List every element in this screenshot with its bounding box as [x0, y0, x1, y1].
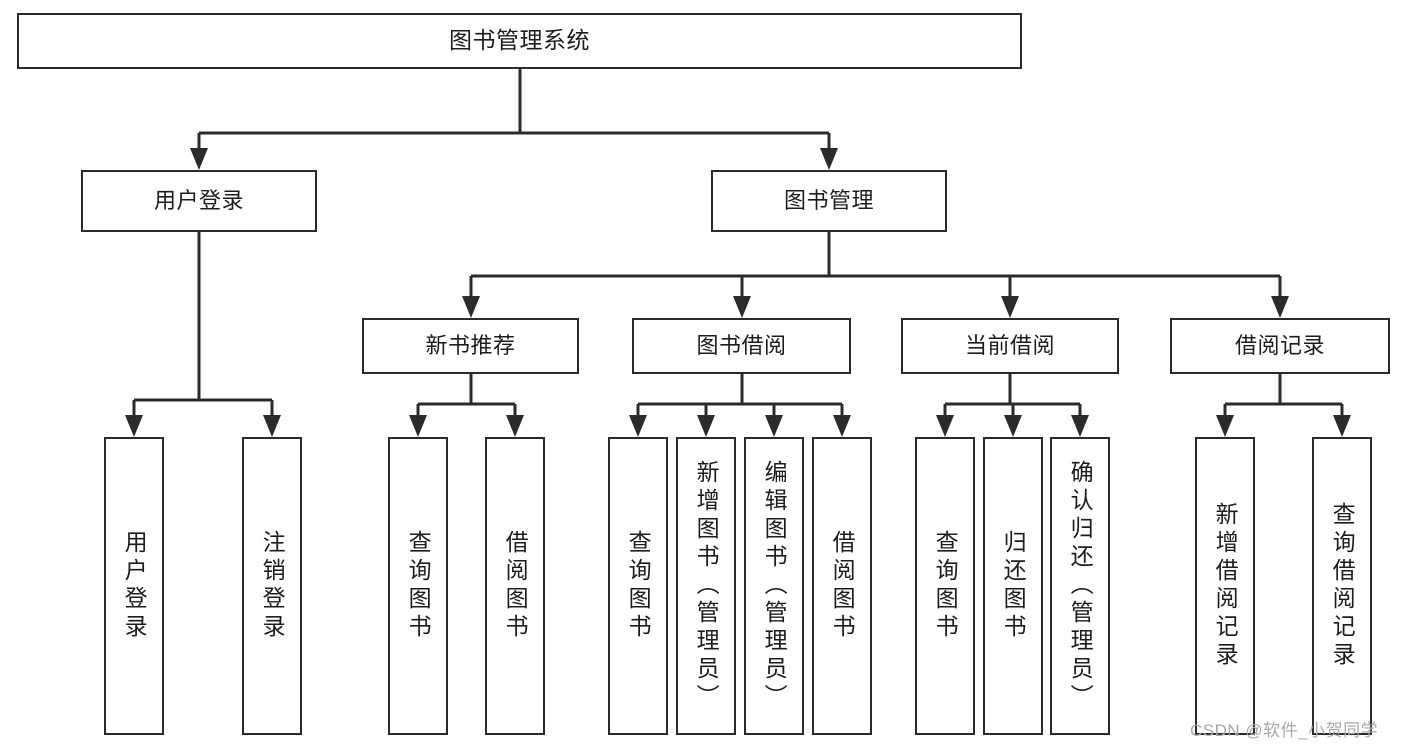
leaf-node-leaf-user-login[interactable]: 用户登录	[104, 437, 164, 735]
node-label: 新书推荐	[425, 333, 516, 359]
node-label: 查询图书	[625, 530, 652, 642]
node-label: 查询图书	[405, 530, 432, 642]
level2-node-new-book-rec[interactable]: 新书推荐	[362, 318, 579, 374]
level2-node-book-borrow[interactable]: 图书借阅	[632, 318, 851, 374]
node-label: 归还图书	[1000, 530, 1027, 642]
node-label: 编辑图书（管理员）	[761, 460, 788, 712]
node-label: 确认归还（管理员）	[1067, 460, 1094, 712]
level1-node-book-manage[interactable]: 图书管理	[711, 170, 947, 232]
node-label: 当前借阅	[964, 333, 1055, 359]
node-label: 注销登录	[259, 530, 286, 642]
node-label: 借阅记录	[1234, 333, 1325, 359]
node-label: 查询图书	[932, 530, 959, 642]
node-label: 新增图书（管理员）	[693, 460, 720, 712]
node-label: 用户登录	[121, 530, 148, 642]
leaf-node-leaf-add-book[interactable]: 新增图书（管理员）	[676, 437, 736, 735]
node-label: 图书管理	[783, 188, 874, 214]
leaf-node-leaf-query-book-2[interactable]: 查询图书	[608, 437, 668, 735]
root-node-root[interactable]: 图书管理系统	[17, 13, 1022, 69]
node-label: 查询借阅记录	[1329, 502, 1356, 670]
node-label: 用户登录	[153, 188, 244, 214]
leaf-node-leaf-edit-book[interactable]: 编辑图书（管理员）	[744, 437, 804, 735]
node-label: 新增借阅记录	[1212, 502, 1239, 670]
leaf-node-leaf-borrow-book-2[interactable]: 借阅图书	[812, 437, 872, 735]
leaf-node-leaf-confirm-return[interactable]: 确认归还（管理员）	[1050, 437, 1110, 735]
node-label: 图书管理系统	[449, 27, 590, 54]
csdn-watermark: CSDN @软件_小贺同学	[1190, 721, 1379, 740]
leaf-node-leaf-query-book-1[interactable]: 查询图书	[388, 437, 448, 735]
leaf-node-leaf-return-book[interactable]: 归还图书	[983, 437, 1043, 735]
leaf-node-leaf-logout[interactable]: 注销登录	[242, 437, 302, 735]
level2-node-borrow-record[interactable]: 借阅记录	[1170, 318, 1390, 374]
leaf-node-leaf-add-record[interactable]: 新增借阅记录	[1195, 437, 1255, 735]
level2-node-current-borrow[interactable]: 当前借阅	[901, 318, 1119, 374]
level1-node-user-login[interactable]: 用户登录	[81, 170, 317, 232]
node-label: 借阅图书	[829, 530, 856, 642]
node-label: 借阅图书	[502, 530, 529, 642]
node-label: 图书借阅	[696, 333, 787, 359]
leaf-node-leaf-query-record[interactable]: 查询借阅记录	[1312, 437, 1372, 735]
leaf-node-leaf-borrow-book-1[interactable]: 借阅图书	[485, 437, 545, 735]
leaf-node-leaf-query-book-3[interactable]: 查询图书	[915, 437, 975, 735]
